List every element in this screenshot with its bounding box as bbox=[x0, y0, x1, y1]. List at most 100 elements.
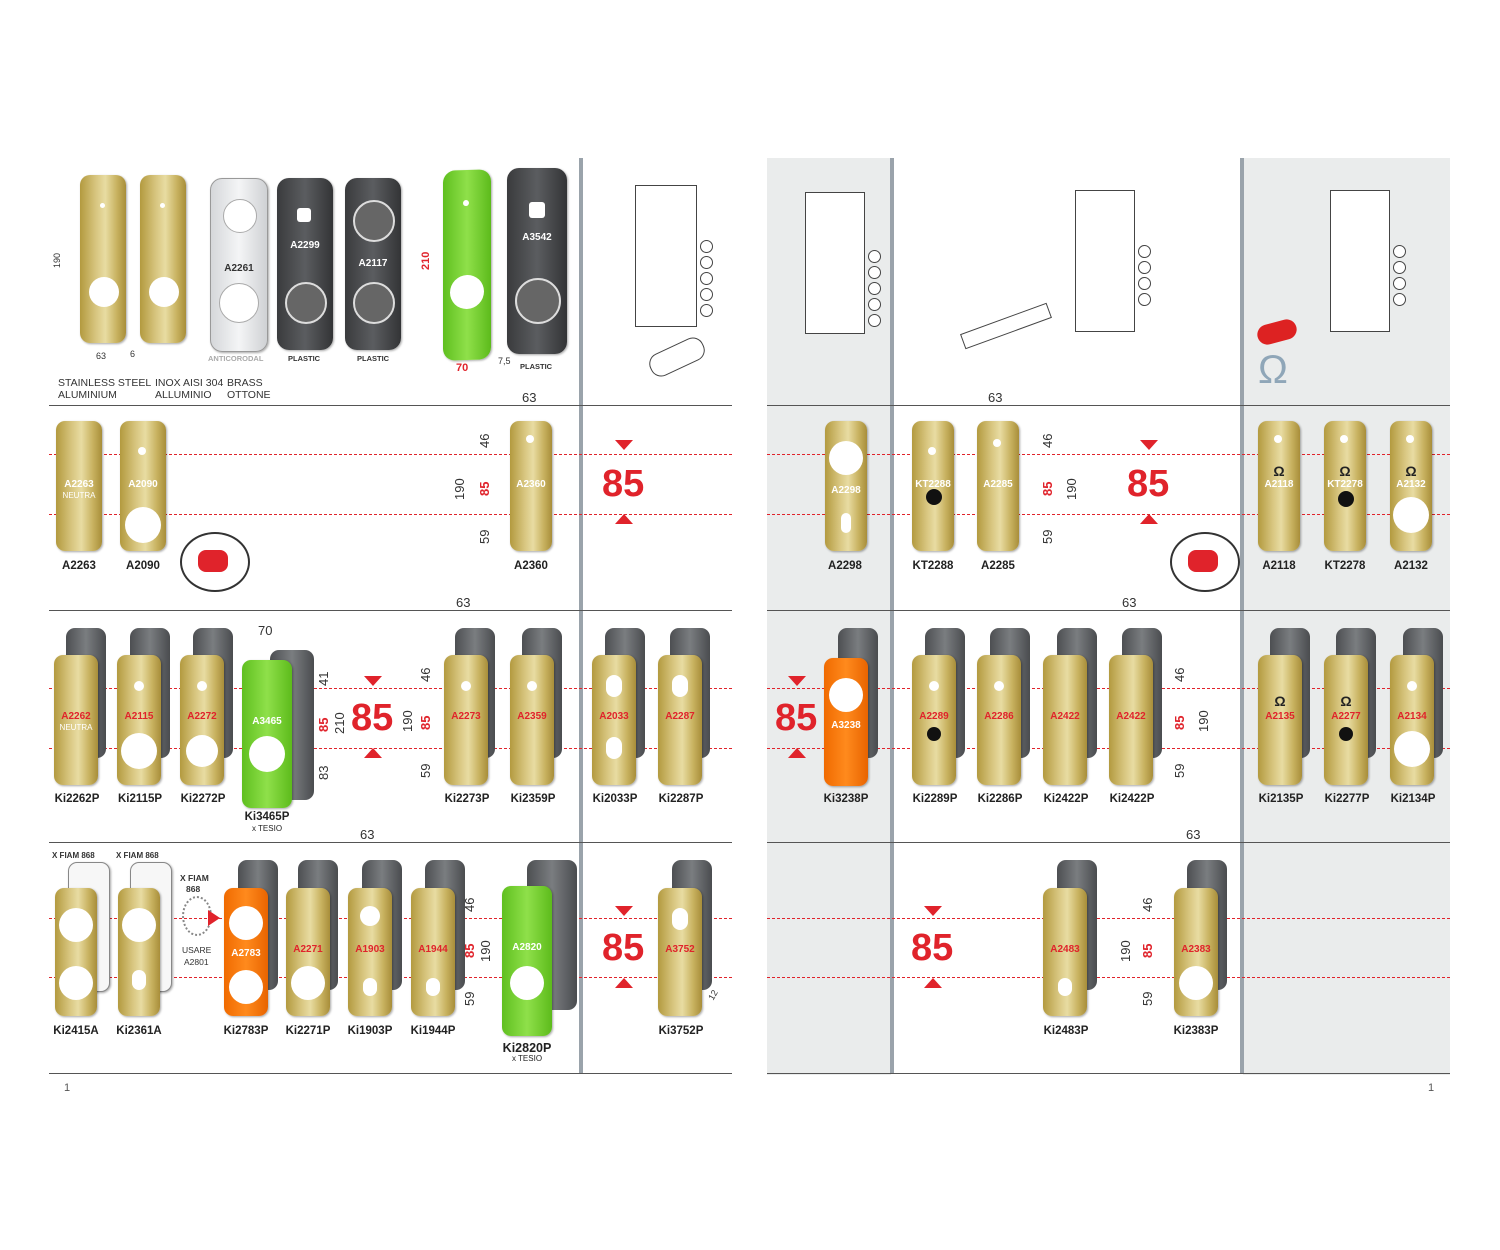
product-plate: A2383 bbox=[1174, 888, 1218, 1016]
plate-code: A2483 bbox=[1050, 944, 1080, 955]
plate-code: A2273 bbox=[451, 711, 481, 722]
product-label: Ki2286P bbox=[977, 793, 1023, 805]
dim-59: 59 bbox=[1140, 991, 1155, 1006]
product-label: Ki3465P bbox=[244, 811, 290, 823]
reference-line bbox=[767, 514, 1450, 515]
product-plate: Ω KT2278 bbox=[1324, 421, 1366, 551]
product-label: KT2278 bbox=[1324, 560, 1366, 572]
plate-code: A2286 bbox=[984, 711, 1014, 722]
omega-icon: Ω bbox=[1273, 463, 1285, 479]
material-name: OTTONE bbox=[227, 389, 271, 401]
dim-46: 46 bbox=[462, 897, 477, 912]
reference-line bbox=[767, 977, 1450, 978]
dim-85: 85 bbox=[1172, 715, 1187, 730]
material-name: ALLUMINIO bbox=[155, 389, 212, 401]
material-plastic: PLASTIC bbox=[520, 362, 553, 371]
dim-210: 210 bbox=[332, 712, 347, 734]
arrow-right-icon bbox=[208, 910, 220, 926]
dim-85: 85 bbox=[462, 943, 477, 958]
plate-code: A2115 bbox=[124, 711, 154, 722]
reference-line bbox=[767, 454, 1450, 455]
plate-code: A3465 bbox=[252, 716, 282, 727]
omega-icon: Ω bbox=[1258, 348, 1288, 392]
dim-46: 46 bbox=[1140, 897, 1155, 912]
plate-code: A2134 bbox=[1397, 711, 1427, 722]
product-plate: A2090 bbox=[120, 421, 166, 551]
product-plate: Ω A2277 bbox=[1324, 655, 1368, 785]
plate-code: A2783 bbox=[231, 948, 261, 959]
product-label: Ki2272P bbox=[180, 793, 226, 805]
product-sub: x TESIO bbox=[511, 1054, 543, 1063]
plate-code: A3542 bbox=[522, 232, 552, 243]
dim-63: 63 bbox=[1122, 595, 1137, 610]
dim-46: 46 bbox=[418, 667, 433, 682]
fiam-use: USARE bbox=[182, 945, 212, 955]
product-label: A2090 bbox=[126, 560, 160, 572]
product-plate: A2273 bbox=[444, 655, 488, 785]
dim-46: 46 bbox=[1172, 667, 1187, 682]
row-divider bbox=[49, 610, 732, 611]
product-label: Ki2287P bbox=[658, 793, 704, 805]
dim-85: 85 bbox=[316, 717, 331, 732]
plate-code: A2271 bbox=[293, 944, 323, 955]
dim-63: 63 bbox=[1186, 827, 1201, 842]
row-divider bbox=[767, 405, 1450, 406]
material-alluminio: ALLUMINIO bbox=[155, 389, 212, 401]
column-separator bbox=[1240, 158, 1244, 1073]
dim-190: 190 bbox=[52, 252, 62, 268]
plate-code: A2262 bbox=[61, 711, 91, 722]
product-plate: A2422 bbox=[1043, 655, 1087, 785]
row-divider bbox=[49, 1073, 732, 1074]
dim-210: 210 bbox=[420, 251, 432, 270]
product-plate: A2115 bbox=[117, 655, 161, 785]
reference-line bbox=[767, 688, 1450, 689]
material-anticorodal: ANTICORODAL bbox=[208, 354, 264, 363]
plate-code: A3238 bbox=[831, 720, 861, 731]
distance-85: 85 bbox=[602, 927, 645, 969]
product-plate: A2286 bbox=[977, 655, 1021, 785]
plate-sub: NEUTRA bbox=[59, 723, 93, 732]
product-plate: A2422 bbox=[1109, 655, 1153, 785]
plate-code: A2298 bbox=[831, 485, 861, 496]
product-label: Ki2134P bbox=[1390, 793, 1436, 805]
product-sub: x TESIO bbox=[251, 824, 283, 833]
dim-6: 6 bbox=[130, 349, 136, 359]
plate-code: A2299 bbox=[290, 240, 320, 251]
column-separator bbox=[579, 158, 583, 1073]
product-plate bbox=[55, 888, 97, 1016]
row-divider bbox=[49, 405, 732, 406]
dim-63: 63 bbox=[360, 827, 375, 842]
product-label: Ki2289P bbox=[912, 793, 958, 805]
plate-code: A2360 bbox=[516, 479, 546, 490]
fiam-title: X FIAM bbox=[180, 873, 209, 883]
plate-code: A1944 bbox=[418, 944, 448, 955]
plate-code: A2820 bbox=[512, 942, 542, 953]
plate-code: A3752 bbox=[665, 944, 695, 955]
dim-190: 190 bbox=[478, 940, 493, 962]
distance-85: 85 bbox=[1127, 463, 1170, 505]
material-name: INOX AISI 304 bbox=[155, 377, 224, 389]
product-plate: A2033 bbox=[592, 655, 636, 785]
plate-code: A2359 bbox=[517, 711, 547, 722]
product-plate: A1903 bbox=[348, 888, 392, 1016]
product-plate: A2285 bbox=[977, 421, 1019, 551]
column-separator bbox=[890, 158, 894, 1073]
product-label: Ki2359P bbox=[510, 793, 556, 805]
dim-7-5: 7,5 bbox=[498, 356, 511, 366]
product-label: A2118 bbox=[1262, 560, 1296, 572]
dim-63: 63 bbox=[988, 390, 1003, 405]
dim-85: 85 bbox=[418, 715, 433, 730]
material-brass: BRASS bbox=[227, 377, 263, 389]
dim-85: 85 bbox=[1140, 943, 1155, 958]
reference-line bbox=[49, 514, 732, 515]
dim-190: 190 bbox=[452, 478, 467, 500]
product-plate: A2820 bbox=[502, 886, 552, 1036]
plate-code: A2422 bbox=[1050, 711, 1080, 722]
plate-code: A2263 bbox=[64, 479, 94, 490]
product-plate: A3465 bbox=[242, 660, 292, 808]
material-name: STAINLESS STEEL bbox=[58, 377, 152, 389]
product-label: Ki2361A bbox=[116, 1025, 162, 1037]
product-label: Ki2262P bbox=[54, 793, 100, 805]
fiam-alt: A2801 bbox=[184, 957, 209, 967]
dim-59: 59 bbox=[462, 991, 477, 1006]
